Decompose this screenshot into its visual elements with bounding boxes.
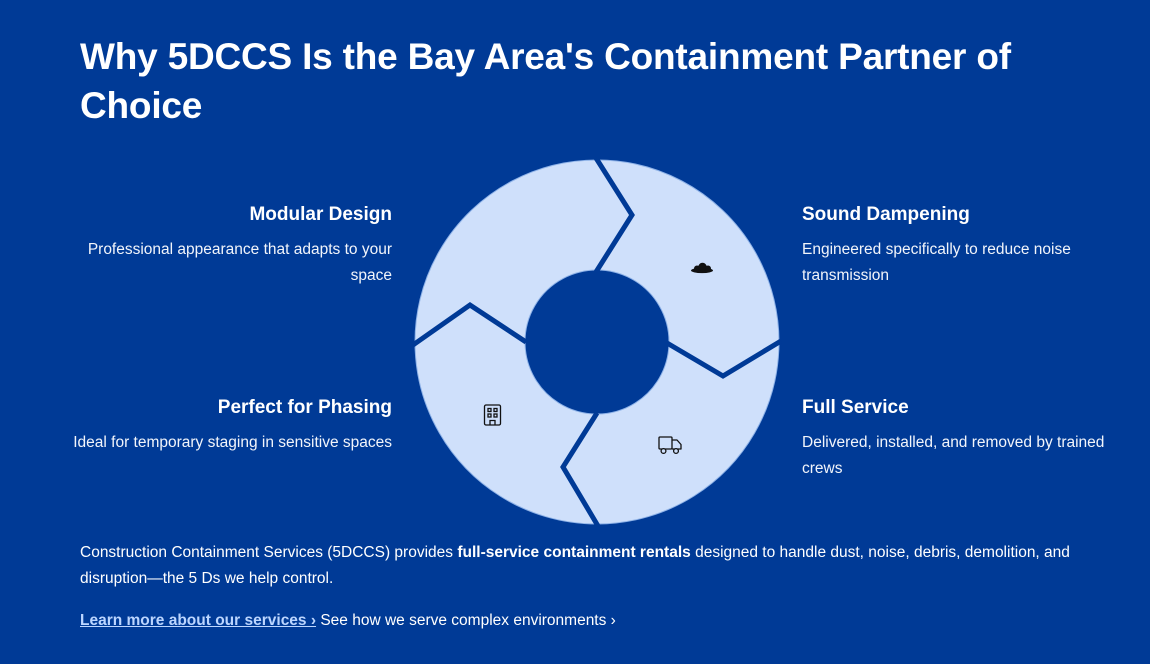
feature-title: Sound Dampening: [802, 204, 970, 225]
feature-modular-design: Modular Design Professional appearance t…: [72, 202, 392, 288]
intro-paragraph: Construction Containment Services (5DCCS…: [80, 540, 1090, 591]
feature-title: Full Service: [802, 397, 909, 418]
intro-emphasis: full-service containment rentals: [457, 544, 691, 561]
feature-sound-dampening: Sound Dampening Engineered specifically …: [802, 202, 1122, 288]
intro-text-end: designed to handle dust, noise, debris, …: [80, 544, 1070, 587]
page-title: Why 5DCCS Is the Bay Area's Containment …: [80, 36, 1011, 126]
cloud-icon: [691, 262, 713, 274]
see-how-link[interactable]: See how we serve complex environments ›: [320, 612, 616, 629]
service-links: Learn more about our services › See how …: [80, 608, 616, 633]
intro-text: Construction Containment Services (5DCCS…: [80, 544, 458, 561]
feature-description: Professional appearance that adapts to y…: [87, 241, 392, 284]
divider-left: [411, 301, 528, 348]
divider-top: [593, 156, 635, 274]
feature-title: Modular Design: [249, 204, 392, 225]
divider-bottom: [560, 411, 601, 528]
feature-description: Engineered specifically to reduce noise …: [802, 241, 1071, 284]
building-icon: [483, 404, 502, 426]
feature-full-service: Full Service Delivered, installed, and r…: [802, 395, 1122, 481]
truck-icon: [658, 436, 682, 455]
feature-title: Perfect for Phasing: [217, 397, 392, 418]
cycle-diagram: [411, 156, 783, 528]
feature-description: Ideal for temporary staging in sensitive…: [73, 434, 392, 451]
feature-perfect-for-phasing: Perfect for Phasing Ideal for temporary …: [72, 395, 392, 456]
cycle-ring: [414, 159, 780, 525]
learn-more-link[interactable]: Learn more about our services ›: [80, 612, 317, 629]
divider-right: [665, 338, 783, 379]
feature-description: Delivered, installed, and removed by tra…: [802, 434, 1105, 477]
